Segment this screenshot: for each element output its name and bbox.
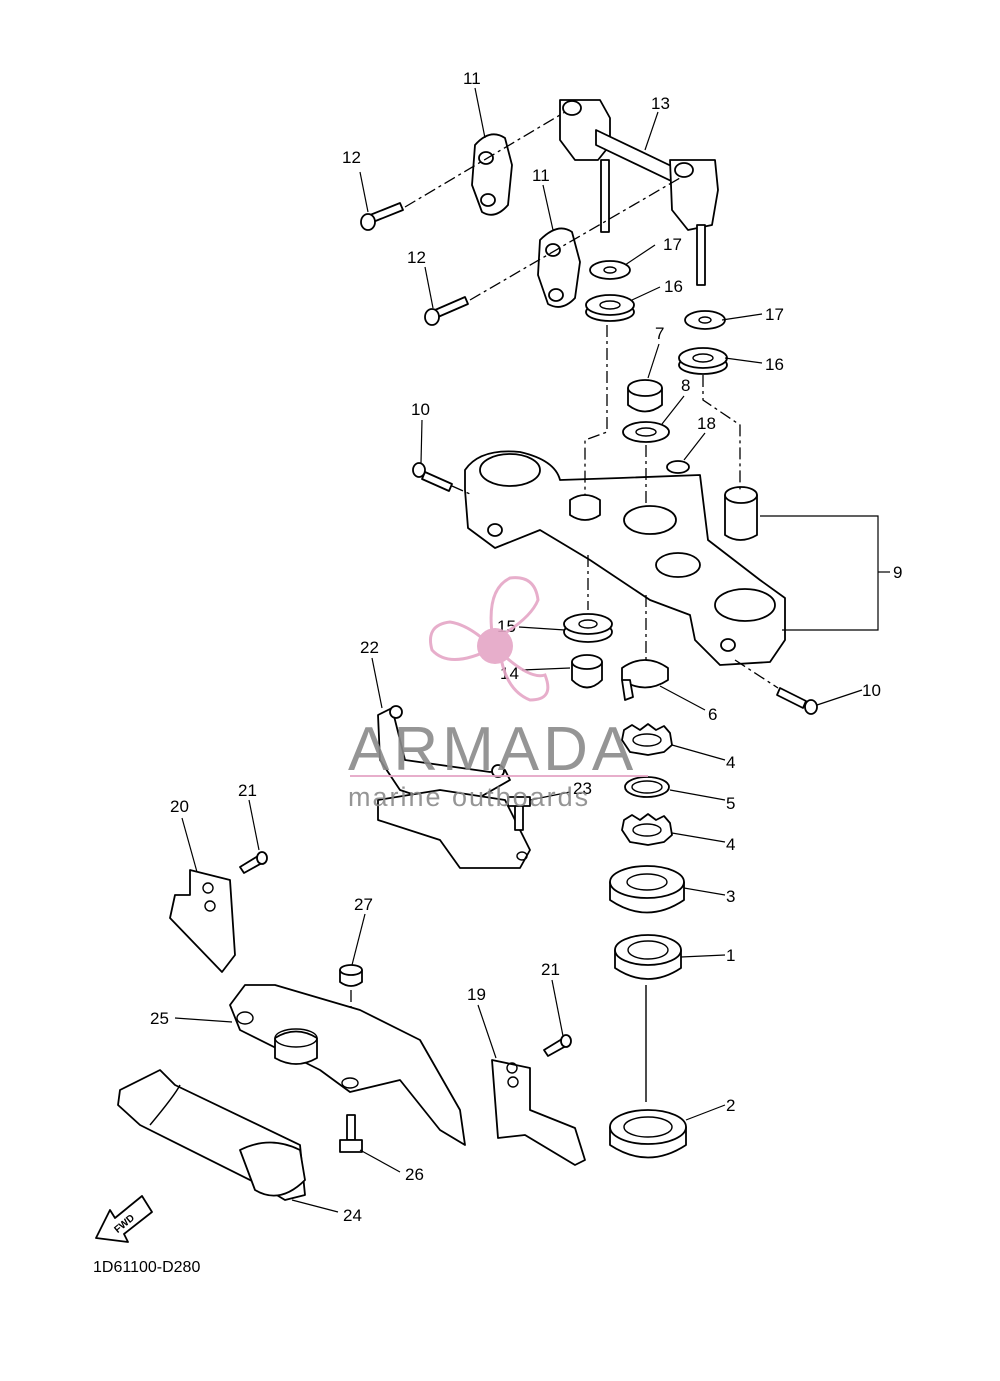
bolt-23 (507, 796, 531, 831)
callout-18: 18 (697, 414, 716, 433)
callout-5: 5 (726, 794, 735, 813)
bracket-19 (491, 1059, 586, 1166)
callout-4b: 4 (726, 835, 735, 854)
callout-20: 20 (170, 797, 189, 816)
callout-16b: 16 (765, 355, 784, 374)
ring-nut-4-upper (621, 723, 673, 756)
nut-14 (571, 654, 603, 689)
bearing-1 (614, 934, 682, 980)
handle-bracket-13 (559, 99, 719, 286)
bracket-20 (169, 869, 236, 973)
callout-10b: 10 (862, 681, 881, 700)
plug-18 (666, 460, 690, 474)
callout-9: 9 (893, 563, 902, 582)
screw-21-left (239, 851, 268, 874)
callout-25: 25 (150, 1009, 169, 1028)
callout-labels: 1 2 3 4 4 5 6 7 8 9 10 10 11 11 12 12 13… (150, 69, 902, 1225)
cable-bracket-22 (377, 705, 531, 869)
washer-16-left (585, 294, 635, 322)
callout-2: 2 (726, 1096, 735, 1115)
bushing-9 (724, 486, 758, 541)
callout-12b: 12 (407, 248, 426, 267)
leader-lines (174, 87, 863, 1213)
bolt-10-lower (776, 687, 818, 715)
callout-24: 24 (343, 1206, 362, 1225)
steering-bracket (464, 450, 786, 666)
watermark-brand: ARMADA (348, 715, 637, 784)
nut-7 (627, 379, 663, 413)
callout-11b: 11 (532, 166, 550, 185)
callout-19: 19 (467, 985, 486, 1004)
clamp-11-upper (471, 133, 513, 216)
callout-23: 23 (573, 779, 592, 798)
callout-13: 13 (651, 94, 670, 113)
callout-27: 27 (354, 895, 373, 914)
bolt-12-upper (360, 202, 404, 231)
callout-11a: 11 (463, 69, 481, 88)
washer-5 (624, 776, 670, 798)
washer-15 (563, 613, 613, 643)
watermark: ARMADA marine outboards (348, 576, 648, 812)
propeller-logo-icon (429, 576, 550, 702)
bolt-12-lower (424, 296, 469, 326)
callout-8: 8 (681, 376, 690, 395)
reference-code: 1D61100-D280 (93, 1259, 200, 1276)
clamp-11-lower (537, 227, 581, 308)
callout-17b: 17 (765, 305, 784, 324)
callout-3: 3 (726, 887, 735, 906)
watermark-tagline: marine outboards (348, 782, 590, 812)
callout-21a: 21 (238, 781, 257, 800)
callout-10a: 10 (411, 400, 430, 419)
stopper-6 (621, 659, 669, 701)
ring-nut-4-lower (621, 813, 673, 846)
bolt-26 (339, 1114, 363, 1153)
callout-22: 22 (360, 638, 379, 657)
callout-21b: 21 (541, 960, 560, 979)
fwd-arrow-icon: FWD (95, 1195, 153, 1243)
callout-6: 6 (708, 705, 717, 724)
seal-3 (609, 865, 685, 914)
washer-17-right (684, 310, 726, 330)
washer-17-left (589, 260, 631, 280)
cover-plate-25 (229, 984, 466, 1146)
bearing-2 (609, 1109, 687, 1159)
washer-16-right (678, 347, 728, 375)
callout-26: 26 (405, 1165, 424, 1184)
bolt-10-upper (412, 462, 453, 492)
grommet-24 (117, 1069, 306, 1201)
screw-21-right (543, 1034, 572, 1057)
callout-1: 1 (726, 946, 735, 965)
callout-17a: 17 (663, 235, 682, 254)
callout-12a: 12 (342, 148, 361, 167)
washer-8 (622, 421, 670, 443)
collar-27 (339, 964, 363, 987)
callout-16a: 16 (664, 277, 683, 296)
callout-4a: 4 (726, 753, 735, 772)
callout-7: 7 (655, 324, 664, 343)
